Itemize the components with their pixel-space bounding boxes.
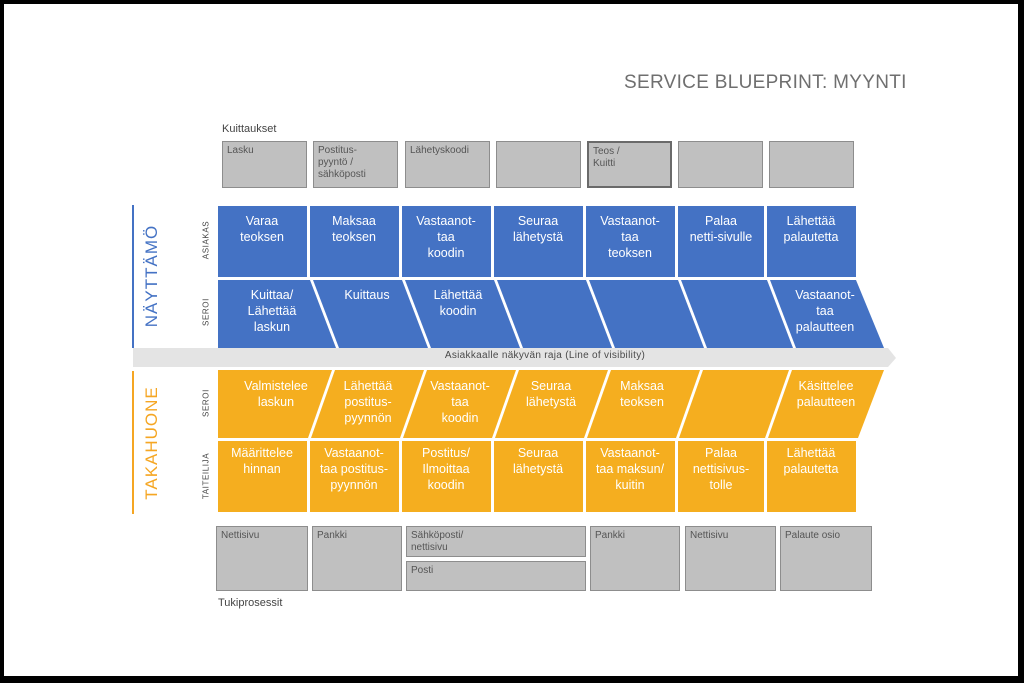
artist-action-text: Vastaanot- taa maksun/ kuitin xyxy=(595,446,665,492)
customer-action-text: Vastaanot- taa koodin xyxy=(416,214,476,260)
page-title: SERVICE BLUEPRINT: MYYNTI xyxy=(624,72,907,93)
customer-action-box xyxy=(586,206,675,277)
support-box: Pankki xyxy=(590,526,680,591)
customer-action-text: Varaa teoksen xyxy=(240,214,284,244)
artist-action-box xyxy=(586,441,675,512)
front-action-box xyxy=(681,280,793,348)
artist-action-text: Vastaanot- taa postitus- pyynnön xyxy=(319,446,389,492)
artist-action-text: Palaa nettisivus- tolle xyxy=(692,446,750,492)
front-action-box xyxy=(497,280,612,348)
props-caption: Kuittaukset xyxy=(222,123,277,135)
prop-box xyxy=(496,141,581,188)
customer-action-text: Palaa netti-sivulle xyxy=(689,214,753,244)
back-action-box xyxy=(311,370,424,438)
prop-box xyxy=(769,141,854,188)
support-box: Sähköposti/ nettisivu xyxy=(406,526,586,557)
artist-action-box xyxy=(310,441,399,512)
customer-action-text: Vastaanot- taa teoksen xyxy=(600,214,660,260)
support-box: Posti xyxy=(406,561,586,591)
support-box: Palaute osio xyxy=(780,526,872,591)
back-action-text: Maksaa teoksen xyxy=(620,379,664,409)
back-action-box xyxy=(218,370,332,438)
prop-box: Teos / Kuitti xyxy=(587,141,672,188)
artist-action-box xyxy=(402,441,491,512)
front-action-box xyxy=(770,280,884,348)
front-action-box xyxy=(218,280,336,348)
customer-action-box xyxy=(310,206,399,277)
artist-action-text: Lähettää palautetta xyxy=(783,446,839,476)
visibility-arrow xyxy=(133,348,896,367)
customer-action-box xyxy=(402,206,491,277)
support-box: Pankki xyxy=(312,526,402,591)
back-action-box xyxy=(587,370,700,438)
back-action-text: Lähettää postitus- pyynnön xyxy=(343,379,393,425)
artist-action-text: Postitus/ Ilmoittaa koodin xyxy=(422,446,470,492)
back-action-text: Valmistelee laskun xyxy=(244,379,308,409)
prop-box xyxy=(678,141,763,188)
front-action-text: Kuittaa/ Lähettää laskun xyxy=(247,288,297,334)
support-caption: Tukiprosessit xyxy=(218,597,283,609)
back-action-box xyxy=(768,370,884,438)
artist-action-box xyxy=(767,441,856,512)
front-action-box xyxy=(589,280,704,348)
artist-action-box xyxy=(494,441,583,512)
line-of-visibility-label: Asiakkaalle näkyvän raja (Line of visibi… xyxy=(444,350,646,361)
support-box: Nettisivu xyxy=(685,526,776,591)
support-box: Nettisivu xyxy=(216,526,308,591)
customer-action-box xyxy=(218,206,307,277)
prop-box: Lähetyskoodi xyxy=(405,141,490,188)
customer-action-box xyxy=(678,206,764,277)
customer-action-text: Maksaa teoksen xyxy=(332,214,376,244)
back-action-box xyxy=(403,370,516,438)
artist-action-text: Määrittelee hinnan xyxy=(231,446,293,476)
back-action-text: Seuraa lähetystä xyxy=(525,379,577,409)
artist-action-box xyxy=(678,441,764,512)
artist-action-text: Seuraa lähetystä xyxy=(512,446,564,476)
artist-action-box xyxy=(218,441,307,512)
front-action-text: Vastaanot- taa palautteen xyxy=(795,288,855,334)
prop-box: Lasku xyxy=(222,141,307,188)
customer-action-text: Lähettää palautetta xyxy=(783,214,839,244)
back-stage-bracket xyxy=(132,371,134,514)
front-stage-bracket xyxy=(132,205,134,348)
front-action-text: Kuittaus xyxy=(344,288,390,302)
customer-action-box xyxy=(494,206,583,277)
back-action-text: Käsittelee palautteen xyxy=(796,379,856,409)
front-action-text: Lähettää koodin xyxy=(433,288,483,318)
front-action-box xyxy=(313,280,428,348)
front-action-box xyxy=(405,280,520,348)
back-action-box xyxy=(679,370,789,438)
back-action-box xyxy=(495,370,608,438)
customer-action-text: Seuraa lähetystä xyxy=(512,214,564,244)
back-action-text: Vastaanot- taa koodin xyxy=(430,379,490,425)
customer-action-box xyxy=(767,206,856,277)
prop-box: Postitus- pyyntö / sähköposti xyxy=(313,141,398,188)
